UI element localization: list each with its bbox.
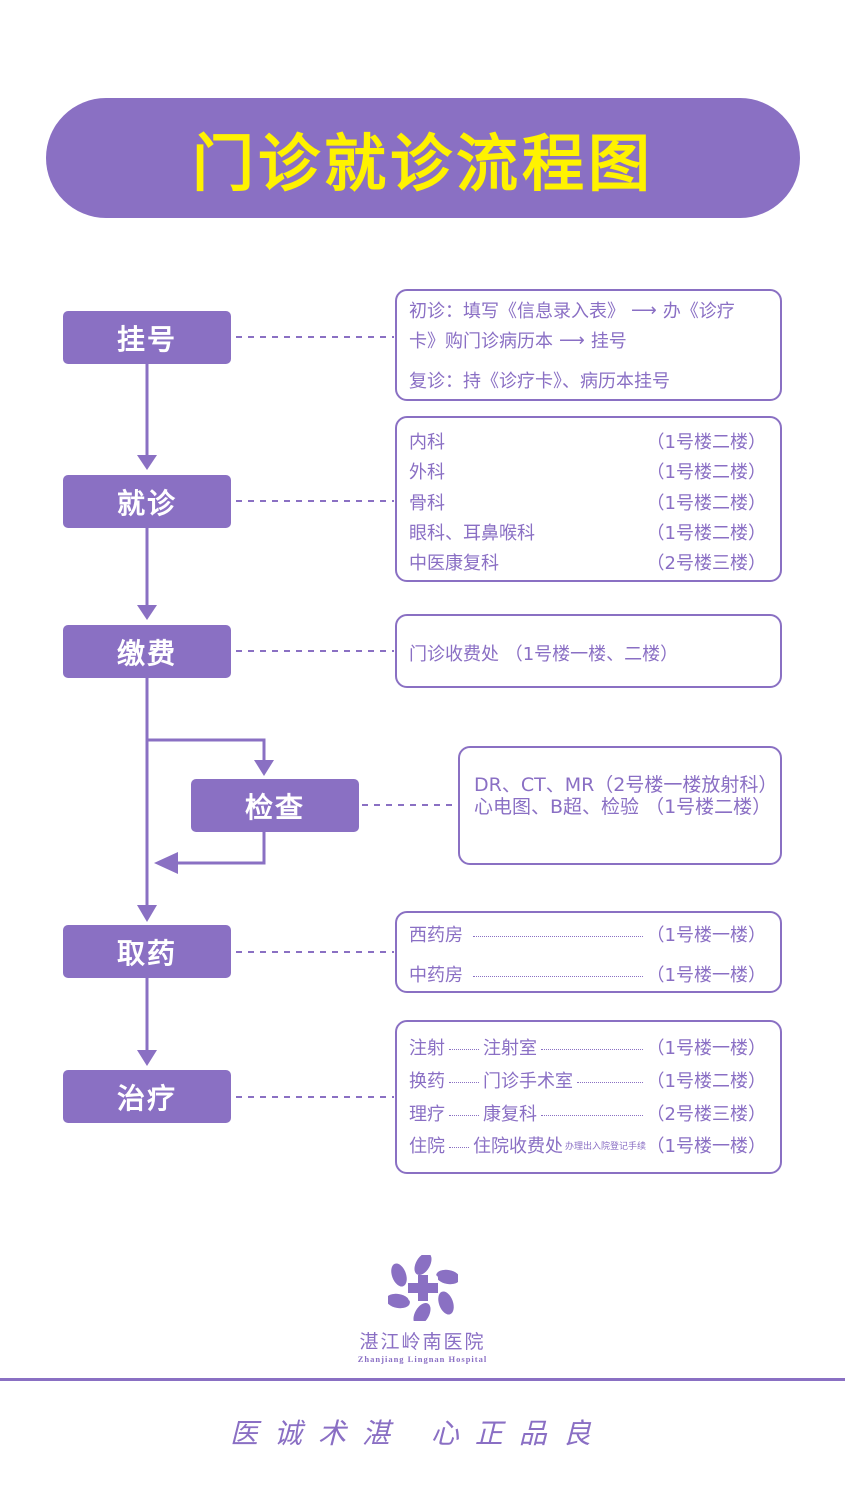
info-text: 卡》购门诊病历本 xyxy=(409,331,553,352)
treatment-row: 注射 注射室 （1号楼一楼） xyxy=(409,1034,766,1060)
pharmacy-info-box: 西药房 （1号楼一楼） 中药房 （1号楼一楼） xyxy=(395,911,782,993)
hospital-leaf-logo-icon xyxy=(385,1253,460,1325)
hospital-name-cn: 湛江岭南医院 xyxy=(359,1331,486,1353)
examination-text: DR、CT、MR（2号楼一楼放射科）心电图、B超、检验 （1号楼二楼） xyxy=(474,774,772,818)
step-label: 缴费 xyxy=(116,636,177,670)
info-text: 初诊：填写《信息录入表》 xyxy=(409,301,625,322)
department-row: 中医康复科 （2号楼三楼） xyxy=(409,549,766,575)
registration-info-box: 初诊：填写《信息录入表》 ⟶ 办《诊疗 卡》购门诊病历本 ⟶ 挂号 复诊：持《诊… xyxy=(395,289,782,401)
treatment-place: 注射室 xyxy=(483,1038,537,1059)
treatment-row: 住院 住院收费处办理出入院登记手续（1号楼一楼） xyxy=(409,1132,766,1158)
treatment-note: 办理出入院登记手续 xyxy=(565,1141,647,1152)
title-banner: 门诊就诊流程图 xyxy=(46,98,800,218)
step-consultation: 就诊 xyxy=(63,475,231,528)
arrow-head xyxy=(137,605,157,620)
dotted-leader xyxy=(449,1114,479,1116)
department-row: 眼科、耳鼻喉科 （1号楼二楼） xyxy=(409,519,766,545)
department-location: （2号楼三楼） xyxy=(646,553,766,574)
treatment-type: 理疗 xyxy=(409,1104,445,1125)
payment-text: 门诊收费处 （1号楼一楼、二楼） xyxy=(409,644,679,665)
treatment-place: 康复科 xyxy=(483,1104,537,1125)
step-payment: 缴费 xyxy=(63,625,231,678)
step-label: 挂号 xyxy=(116,322,177,356)
department-name: 骨科 xyxy=(409,493,445,514)
treatment-location: （1号楼二楼） xyxy=(646,1071,766,1092)
dotted-leader xyxy=(541,1114,643,1116)
step-treatment: 治疗 xyxy=(63,1070,231,1123)
treatment-type: 注射 xyxy=(409,1038,445,1059)
hospital-slogan: 医诚术湛 心正品良 xyxy=(230,1417,607,1450)
dotted-leader xyxy=(449,1048,479,1050)
department-location: （1号楼二楼） xyxy=(646,462,766,483)
info-text: 挂号 xyxy=(590,331,627,352)
treatment-place: 住院收费处 xyxy=(473,1136,563,1157)
step-label: 取药 xyxy=(116,936,177,970)
step-label: 检查 xyxy=(244,790,305,824)
arrow-head xyxy=(137,455,157,470)
dotted-leader xyxy=(541,1048,643,1050)
treatment-row: 换药 门诊手术室 （1号楼二楼） xyxy=(409,1067,766,1093)
step-label: 治疗 xyxy=(116,1081,177,1115)
treatment-place: 门诊手术室 xyxy=(483,1071,573,1092)
payment-info-box: 门诊收费处 （1号楼一楼、二楼） xyxy=(395,614,782,688)
flow-connectors xyxy=(137,336,458,1098)
step-examination: 检查 xyxy=(191,779,359,832)
department-name: 中医康复科 xyxy=(409,553,499,574)
info-text: 办《诊疗 xyxy=(662,301,735,322)
arrow-right-icon: ⟶ xyxy=(559,329,585,351)
hospital-logo: 湛江岭南医院 Zhanjiang Lingnan Hospital xyxy=(350,1253,495,1364)
treatment-row: 理疗 康复科 （2号楼三楼） xyxy=(409,1100,766,1126)
arrow-head xyxy=(137,905,157,922)
pharmacy-name: 中药房 xyxy=(409,965,463,986)
info-text: 复诊：持《诊疗卡》、病历本挂号 xyxy=(409,371,670,392)
treatment-location: （2号楼三楼） xyxy=(646,1104,766,1125)
treatment-type: 换药 xyxy=(409,1071,445,1092)
dotted-leader xyxy=(449,1081,479,1083)
department-location: （1号楼二楼） xyxy=(646,432,766,453)
dotted-leader xyxy=(473,935,643,937)
branch-from-exam xyxy=(170,832,266,865)
step-label: 就诊 xyxy=(116,486,177,520)
arrow-head xyxy=(254,760,274,776)
registration-line: 卡》购门诊病历本 ⟶ 挂号 xyxy=(409,327,766,353)
examination-info-box: DR、CT、MR（2号楼一楼放射科）心电图、B超、检验 （1号楼二楼） xyxy=(458,746,782,865)
pharmacy-row: 中药房 （1号楼一楼） xyxy=(409,961,766,987)
dotted-leader xyxy=(473,975,643,977)
treatment-type: 住院 xyxy=(409,1136,445,1157)
page-title: 门诊就诊流程图 xyxy=(191,127,654,200)
department-row: 外科 （1号楼二楼） xyxy=(409,458,766,484)
department-location: （1号楼二楼） xyxy=(646,493,766,514)
dotted-leader xyxy=(577,1081,643,1083)
footer-divider xyxy=(0,1378,845,1381)
department-name: 眼科、耳鼻喉科 xyxy=(409,523,535,544)
registration-line: 复诊：持《诊疗卡》、病历本挂号 xyxy=(409,367,766,393)
dotted-leader xyxy=(449,1146,469,1148)
department-row: 骨科 （1号楼二楼） xyxy=(409,489,766,515)
arrow-right-icon: ⟶ xyxy=(631,299,657,321)
treatment-location: （1号楼一楼） xyxy=(646,1038,766,1059)
treatment-location: （1号楼一楼） xyxy=(646,1136,766,1157)
pharmacy-location: （1号楼一楼） xyxy=(646,925,766,946)
registration-line: 初诊：填写《信息录入表》 ⟶ 办《诊疗 xyxy=(409,297,766,323)
branch-to-exam xyxy=(147,738,266,760)
treatment-info-box: 注射 注射室 （1号楼一楼） 换药 门诊手术室 （1号楼二楼） 理疗 康复科 （2号楼三楼）… xyxy=(395,1020,782,1174)
department-name: 外科 xyxy=(409,462,445,483)
payment-row: 门诊收费处 （1号楼一楼、二楼） xyxy=(409,640,766,666)
pharmacy-row: 西药房 （1号楼一楼） xyxy=(409,921,766,947)
step-registration: 挂号 xyxy=(63,311,231,364)
pharmacy-name: 西药房 xyxy=(409,925,463,946)
hospital-name-en: Zhanjiang Lingnan Hospital xyxy=(357,1354,488,1364)
step-pharmacy: 取药 xyxy=(63,925,231,978)
department-name: 内科 xyxy=(409,432,445,453)
departments-info-box: 内科 （1号楼二楼） 外科 （1号楼二楼） 骨科 （1号楼二楼） 眼科、耳鼻喉科 （1号… xyxy=(395,416,782,582)
pharmacy-location: （1号楼一楼） xyxy=(646,965,766,986)
arrow-head xyxy=(154,852,178,874)
department-row: 内科 （1号楼二楼） xyxy=(409,428,766,454)
department-location: （1号楼二楼） xyxy=(646,523,766,544)
arrow-head xyxy=(137,1050,157,1066)
